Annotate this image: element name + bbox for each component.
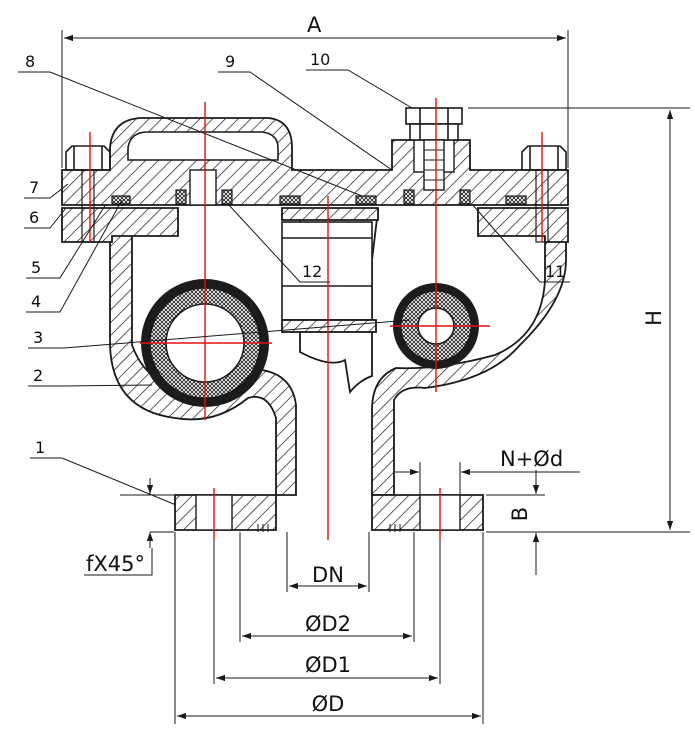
dim-label-chamfer: fX45° (86, 552, 145, 576)
part-label-4: 4 (31, 292, 41, 311)
cover (61, 117, 569, 206)
dim-label-H: H (642, 310, 666, 326)
part-label-12: 12 (302, 262, 322, 281)
part-label-6: 6 (29, 208, 39, 227)
dim-label-A: A (307, 13, 322, 37)
dimension-N-d: N+Ød (395, 447, 580, 494)
dim-label-D: ØD (312, 692, 345, 716)
part-label-7: 7 (29, 178, 39, 197)
inner-tube (281, 221, 377, 333)
dimension-A: A (61, 13, 569, 168)
plug-bolt (405, 107, 463, 191)
part-label-11: 11 (545, 262, 565, 281)
part-label-1: 1 (35, 438, 45, 457)
part-callouts: 1 2 3 4 5 6 7 8 9 10 11 12 (18, 50, 570, 506)
gaskets (111, 189, 527, 205)
part-label-5: 5 (31, 258, 41, 277)
part-label-2: 2 (33, 366, 43, 385)
dimension-D1: ØD1 (213, 540, 441, 684)
dimension-H: H (468, 107, 690, 533)
centerlines (89, 98, 543, 540)
part-label-8: 8 (25, 52, 35, 71)
dim-label-D1: ØD1 (305, 653, 351, 677)
dim-label-DN: DN (312, 563, 344, 587)
part-label-10: 10 (310, 50, 330, 69)
dim-label-N-d: N+Ød (500, 447, 563, 471)
dimension-chamfer: fX45° (84, 478, 174, 576)
part-label-9: 9 (225, 52, 235, 71)
dim-label-D2: ØD2 (305, 612, 351, 636)
dimension-DN: DN (286, 532, 370, 592)
dimension-D2: ØD2 (239, 532, 415, 642)
dimension-B: B (486, 470, 545, 575)
dim-label-B: B (508, 507, 532, 521)
part-label-3: 3 (33, 328, 43, 347)
dimension-D: ØD (174, 532, 484, 724)
